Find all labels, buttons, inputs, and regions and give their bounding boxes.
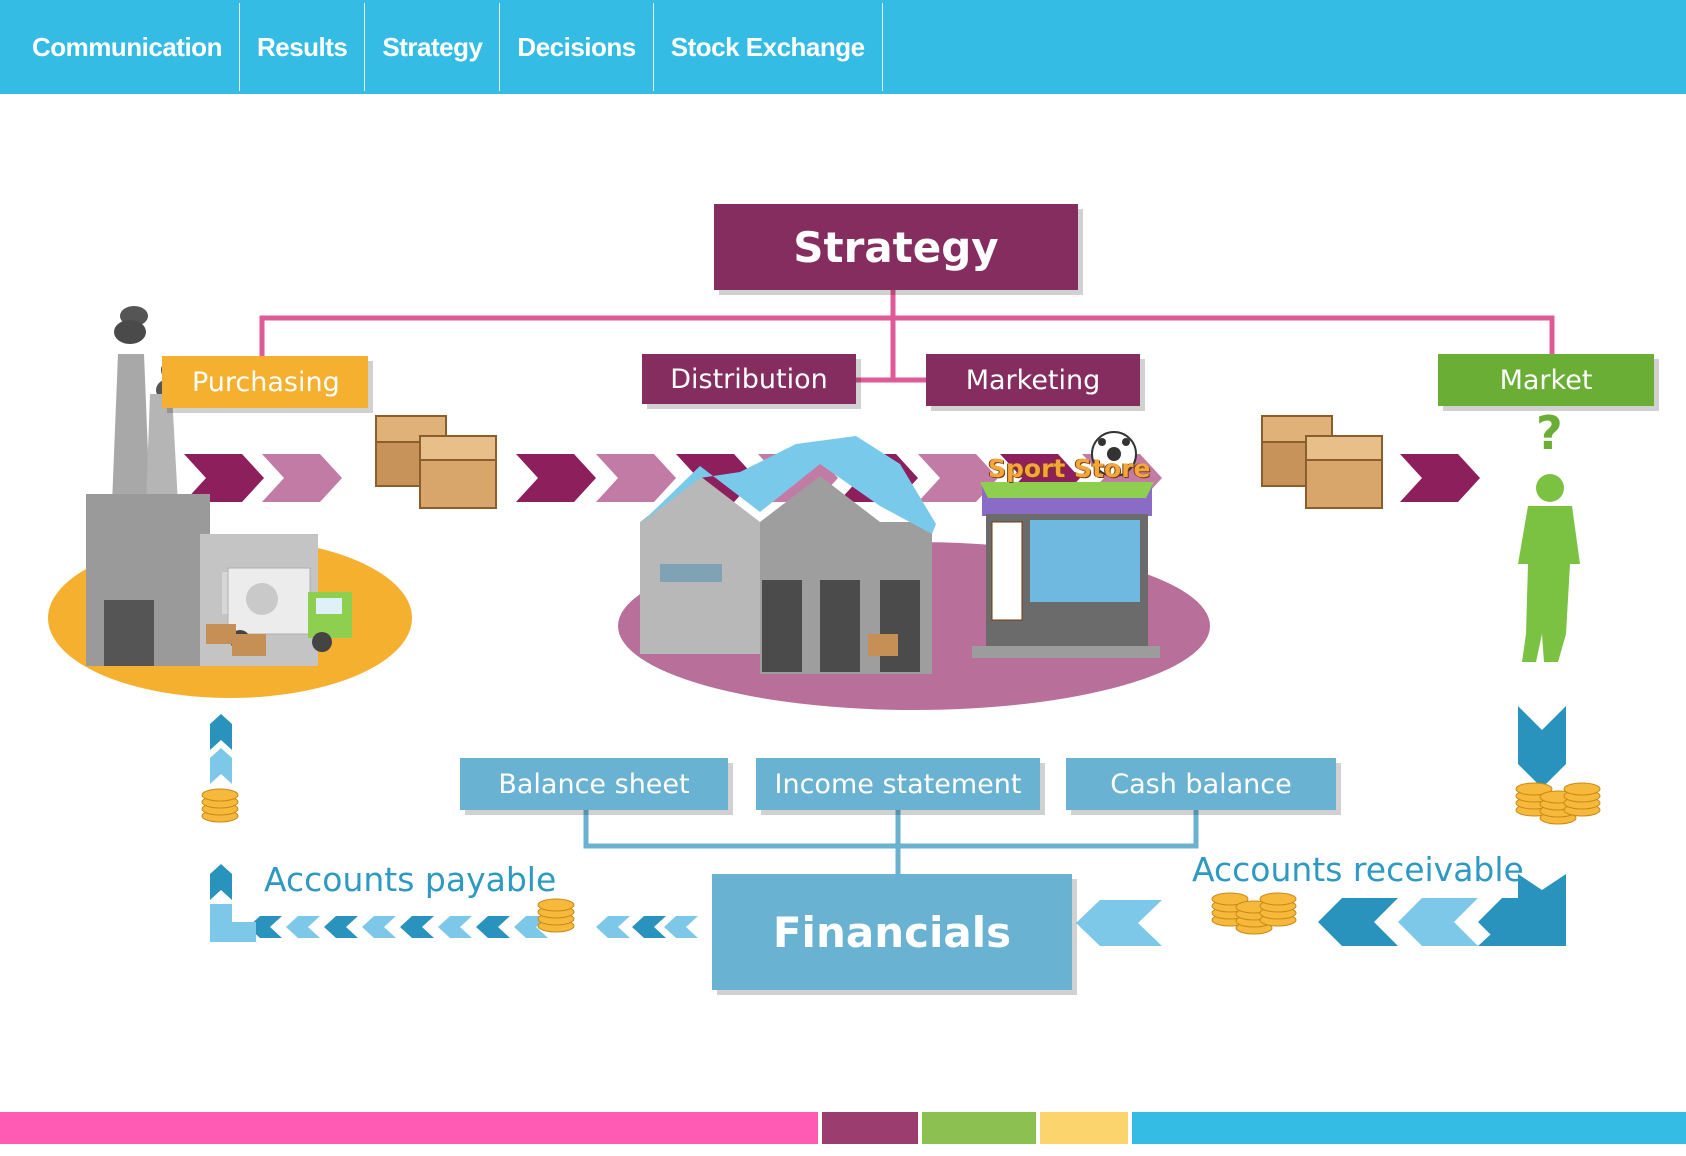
money-chevron bbox=[632, 916, 666, 938]
coin bbox=[537, 898, 575, 912]
cash-balance-box[interactable]: Cash balance bbox=[1066, 758, 1336, 810]
bottom-bar-segment-plum bbox=[822, 1112, 918, 1144]
financials-box[interactable]: Financials bbox=[712, 874, 1072, 990]
money-chevron bbox=[438, 916, 472, 938]
balance-sheet-box[interactable]: Balance sheet bbox=[460, 758, 728, 810]
money-corner bbox=[1478, 874, 1566, 946]
coin bbox=[1259, 892, 1297, 906]
boxes-icon bbox=[375, 415, 497, 509]
person-silhouette-icon bbox=[1518, 474, 1580, 662]
coin bbox=[1563, 782, 1601, 796]
store-icon bbox=[972, 482, 1160, 658]
money-chevron bbox=[210, 748, 232, 784]
money-chevron bbox=[324, 916, 358, 938]
flow-chevron bbox=[516, 454, 596, 502]
flow-chevron bbox=[1400, 454, 1480, 502]
top-navigation: Communication Results Strategy Decisions… bbox=[0, 0, 1686, 94]
nav-item-stock-exchange[interactable]: Stock Exchange bbox=[654, 3, 883, 91]
coins-icon bbox=[201, 782, 1601, 935]
nav-item-results[interactable]: Results bbox=[240, 3, 366, 91]
bottom-bar-segment-green bbox=[922, 1112, 1036, 1144]
money-chevron bbox=[1398, 898, 1478, 946]
marketing-box[interactable]: Marketing bbox=[926, 354, 1140, 406]
money-chevron bbox=[286, 916, 320, 938]
business-flow-diagram: Strategy Purchasing Distribution Marketi… bbox=[0, 94, 1686, 1106]
strategy-box[interactable]: Strategy bbox=[714, 204, 1078, 290]
soccer-ball-icon bbox=[1091, 431, 1137, 477]
market-question-mark: ? bbox=[1536, 406, 1563, 460]
warehouse-icon bbox=[640, 436, 936, 674]
diagram-graphics bbox=[48, 290, 1601, 946]
nav-item-communication[interactable]: Communication bbox=[16, 3, 240, 91]
flow-chevron bbox=[596, 454, 676, 502]
boxes-icon-right bbox=[1261, 415, 1383, 509]
bottom-bar-segment-pink bbox=[0, 1112, 818, 1144]
money-chevron bbox=[210, 864, 232, 900]
money-chevron bbox=[210, 714, 232, 750]
bottom-bar-segment-blue bbox=[1132, 1112, 1686, 1144]
money-chevron bbox=[362, 916, 396, 938]
flow-chevron bbox=[918, 454, 998, 502]
money-chevron bbox=[1518, 706, 1566, 788]
money-chevron bbox=[1076, 900, 1162, 946]
money-chevron bbox=[664, 916, 698, 938]
money-chevron bbox=[596, 916, 630, 938]
money-flow-chevrons bbox=[210, 706, 1566, 946]
coin bbox=[1515, 782, 1553, 796]
money-chevron bbox=[400, 916, 434, 938]
flow-chevron bbox=[262, 454, 342, 502]
strategy-connectors bbox=[259, 290, 1555, 383]
income-statement-box[interactable]: Income statement bbox=[756, 758, 1040, 810]
nav-item-decisions[interactable]: Decisions bbox=[500, 3, 654, 91]
coin bbox=[1211, 892, 1249, 906]
money-chevron bbox=[248, 916, 282, 938]
accounts-payable-label: Accounts payable bbox=[264, 860, 557, 899]
distribution-box[interactable]: Distribution bbox=[642, 354, 856, 404]
coin bbox=[201, 788, 239, 802]
money-chevron bbox=[476, 916, 510, 938]
purchasing-box[interactable]: Purchasing bbox=[162, 356, 368, 408]
nav-item-strategy[interactable]: Strategy bbox=[365, 3, 501, 91]
money-chevron bbox=[1318, 898, 1398, 946]
bottom-color-bar bbox=[0, 1112, 1686, 1144]
flow-chevron bbox=[184, 454, 264, 502]
money-corner bbox=[210, 904, 256, 942]
truck-icon bbox=[206, 567, 352, 656]
bottom-bar-segment-yellow bbox=[1040, 1112, 1128, 1144]
financial-connectors bbox=[583, 810, 1199, 874]
accounts-receivable-label: Accounts receivable bbox=[1192, 850, 1524, 889]
market-box[interactable]: Market bbox=[1438, 354, 1654, 406]
store-sign: Sport Store bbox=[988, 454, 1151, 483]
